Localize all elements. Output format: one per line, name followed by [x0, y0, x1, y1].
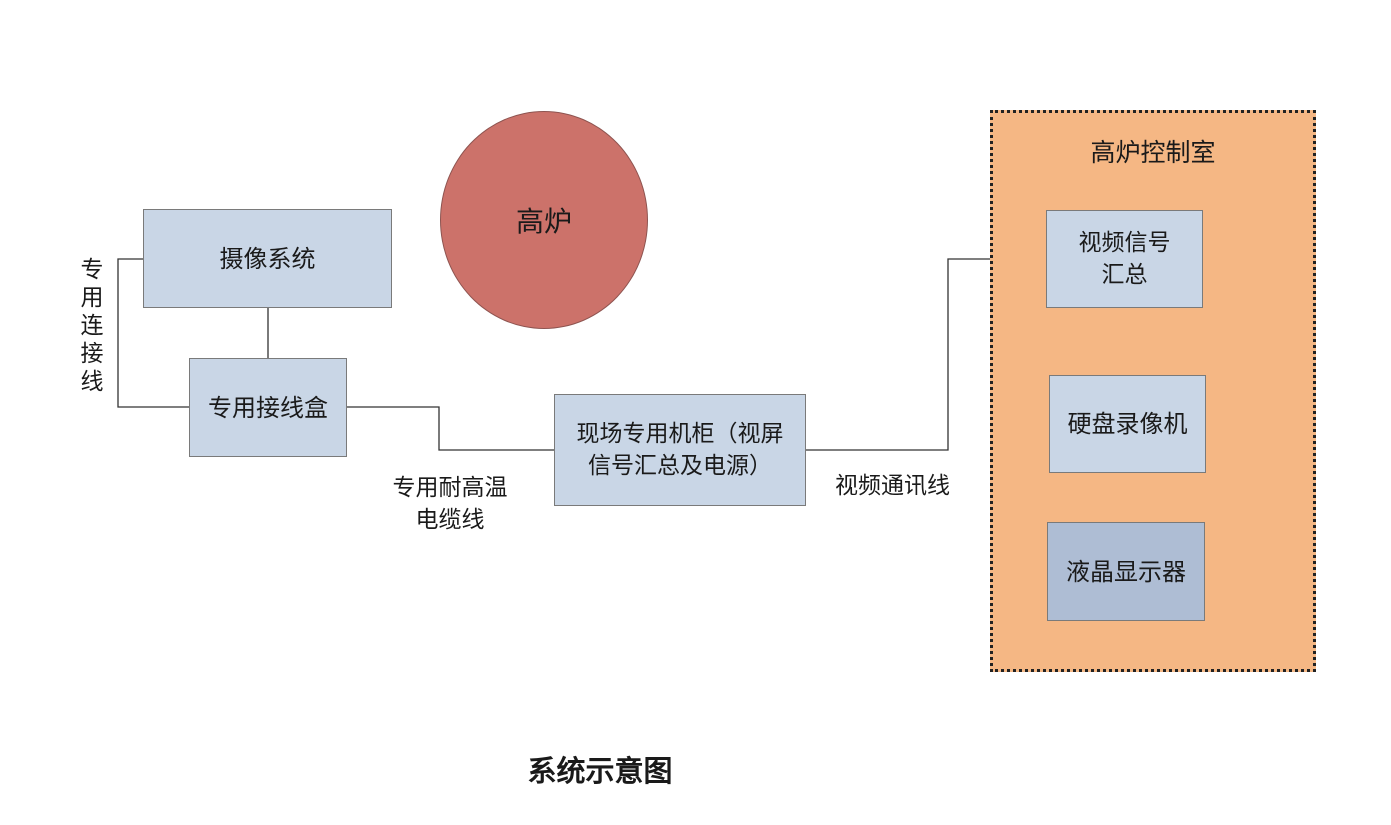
camera-system-box: 摄像系统: [143, 209, 392, 308]
lcd-display-box: 液晶显示器: [1047, 522, 1205, 621]
high-temp-cable-line: [347, 406, 554, 451]
dedicated-connection-line: [117, 258, 189, 408]
diagram-caption: 系统示意图: [527, 754, 673, 788]
high-temp-cable-label: 专用耐高温 电缆线: [392, 475, 508, 533]
control-room-title: 高炉控制室: [1090, 138, 1216, 167]
dedicated-connection-line-label: 专用连接线: [80, 257, 104, 395]
field-cabinet-box: 现场专用机柜（视屏 信号汇总及电源）: [554, 394, 806, 506]
hard-disk-recorder-box: 硬盘录像机: [1049, 375, 1206, 473]
video-comm-line-label: 视频通讯线: [835, 473, 950, 499]
video-signal-summary-box: 视频信号 汇总: [1046, 210, 1203, 308]
blast-furnace: 高炉: [440, 111, 648, 329]
junction-box: 专用接线盒: [189, 358, 347, 457]
